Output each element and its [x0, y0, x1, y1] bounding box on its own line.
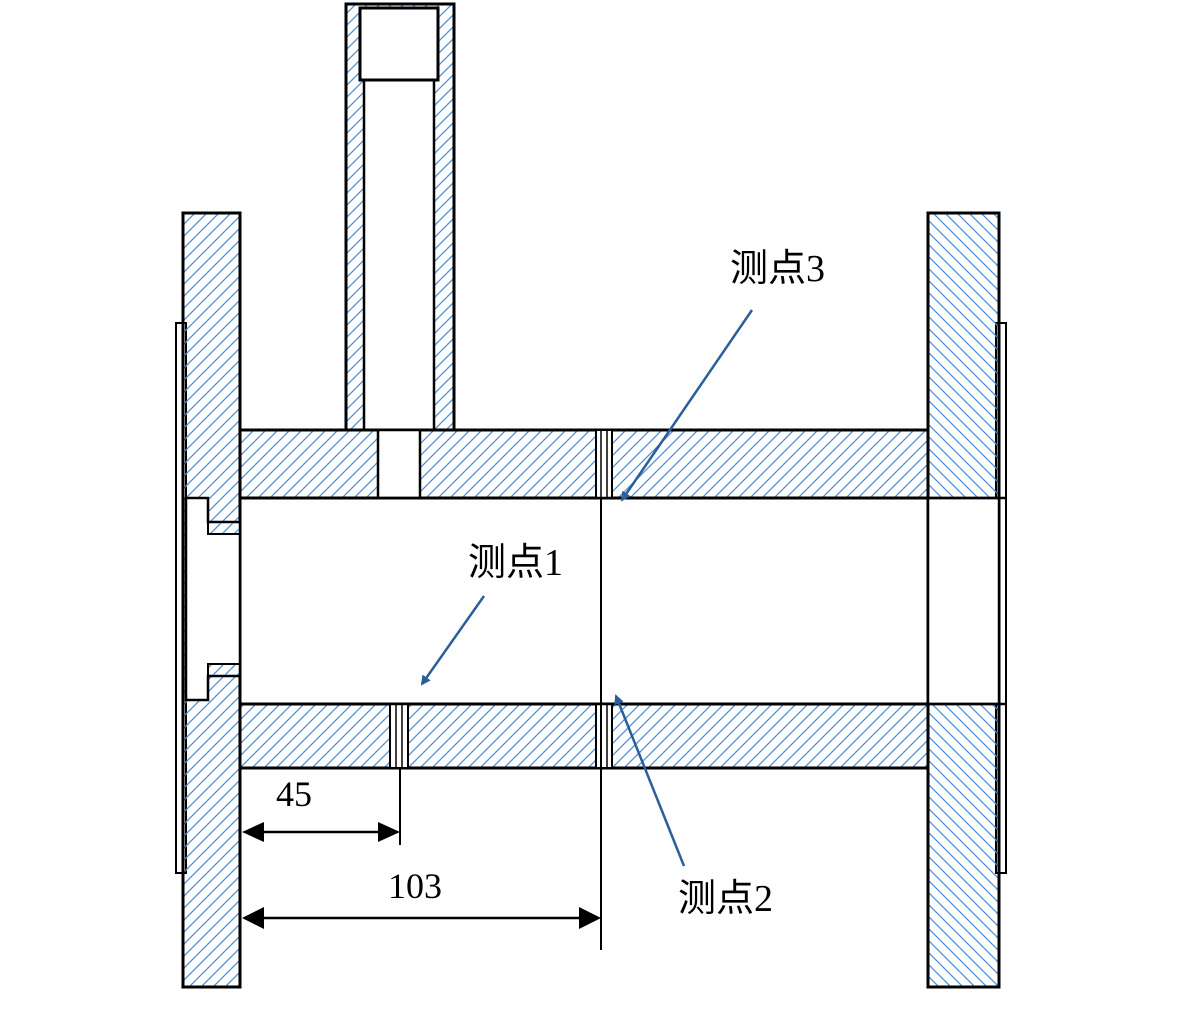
- label-point3: 测点3: [730, 248, 826, 290]
- bottom-pipe-wall: [238, 702, 930, 770]
- top-pipe-wall: [238, 428, 930, 500]
- dimension-label-103: 103: [388, 866, 442, 906]
- left-flange: [175, 211, 242, 989]
- leader-arrow-point3: [620, 309, 754, 502]
- vertical-stem: [344, 2, 456, 432]
- dimension-103: [242, 907, 601, 929]
- dimension-label-45: 45: [276, 774, 312, 814]
- leader-arrow-point2: [614, 694, 686, 867]
- leader-arrow-point1: [420, 595, 486, 686]
- right-flange: [926, 211, 1007, 989]
- label-point2: 测点2: [678, 878, 774, 920]
- label-point1: 测点1: [468, 542, 564, 584]
- dimension-45: [242, 822, 400, 842]
